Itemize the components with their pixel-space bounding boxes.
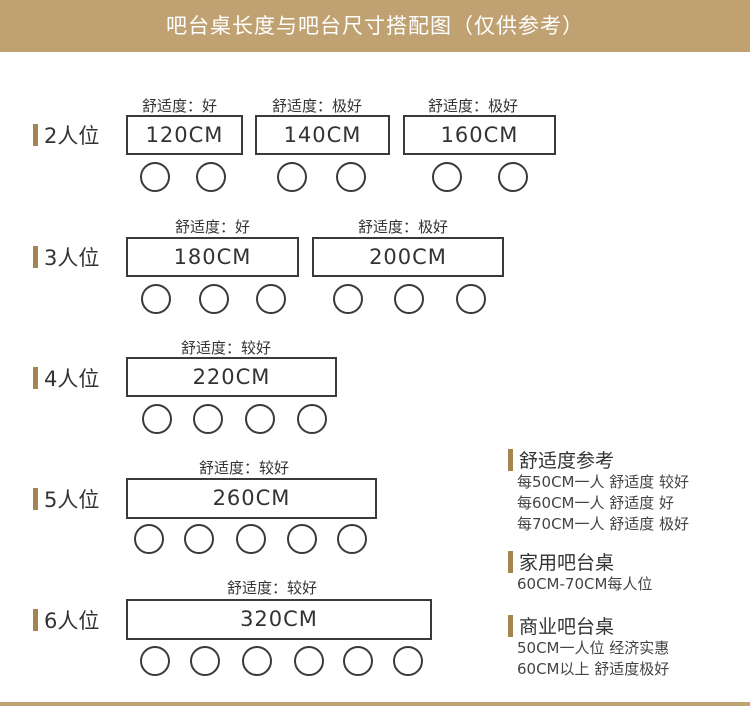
row-label-text: 3人位 [44,246,100,270]
bar-stool [297,404,327,434]
label-accent-bar [33,367,38,389]
label-accent-bar [508,550,513,573]
bar-stool [193,404,223,434]
commercial-bar-table-title: 商业吧台桌 [508,612,614,639]
bar-stool [184,524,214,554]
bar-stool [141,284,171,314]
bar-stool [140,162,170,192]
home-bar-table-title: 家用吧台桌 [508,548,614,575]
bottom-divider [0,702,750,706]
bar-table-140cm: 140CM [255,115,390,155]
reference-line: 每60CM一人 舒适度 好 [517,494,675,512]
row-label-3-seats: 3人位 [33,242,99,272]
home-bar-table-title-text: 家用吧台桌 [519,552,615,574]
comfort-reference-title: 舒适度参考 [508,446,614,473]
row-label-6-seats: 6人位 [33,605,99,635]
header-title: 吧台桌长度与吧台尺寸搭配图（仅供参考） [166,14,584,38]
reference-line: 每50CM一人 舒适度 较好 [517,473,690,491]
bar-stool [498,162,528,192]
reference-line: 每70CM一人 舒适度 极好 [517,515,690,533]
label-accent-bar [508,614,513,637]
bar-stool [245,404,275,434]
label-accent-bar [33,124,38,146]
bar-stool [333,284,363,314]
bar-stool [343,646,373,676]
bar-stool [134,524,164,554]
comfort-label: 舒适度：好 [142,97,218,115]
bar-stool [242,646,272,676]
commercial-bar-table-title-text: 商业吧台桌 [519,616,615,638]
bar-stool [196,162,226,192]
label-accent-bar [33,609,38,631]
bar-stool [294,646,324,676]
comfort-label: 舒适度：极好 [272,97,363,115]
bar-stool [140,646,170,676]
bar-stool [336,162,366,192]
label-accent-bar [508,448,513,471]
row-label-text: 6人位 [44,609,100,633]
bar-table-160cm: 160CM [403,115,556,155]
bar-table-260cm: 260CM [126,478,377,519]
comfort-label: 舒适度：好 [175,218,251,236]
label-accent-bar [33,246,38,268]
comfort-label: 舒适度：较好 [227,579,318,597]
bar-stool [236,524,266,554]
bar-stool [287,524,317,554]
row-label-5-seats: 5人位 [33,484,99,514]
comfort-reference-title-text: 舒适度参考 [519,450,615,472]
bar-stool [393,646,423,676]
bar-table-320cm: 320CM [126,599,432,640]
bar-stool [277,162,307,192]
bar-stool [190,646,220,676]
page-header: 吧台桌长度与吧台尺寸搭配图（仅供参考） [0,0,750,52]
bar-stool [432,162,462,192]
bar-stool [337,524,367,554]
comfort-label: 舒适度：较好 [181,339,272,357]
bar-table-120cm: 120CM [126,115,243,155]
row-label-4-seats: 4人位 [33,363,99,393]
comfort-label: 舒适度：极好 [358,218,449,236]
bar-table-200cm: 200CM [312,237,504,277]
reference-line: 60CM-70CM每人位 [517,575,653,593]
bar-stool [199,284,229,314]
row-label-text: 5人位 [44,488,100,512]
row-label-text: 2人位 [44,124,100,148]
bar-stool [456,284,486,314]
row-label-text: 4人位 [44,367,100,391]
bar-stool [394,284,424,314]
label-accent-bar [33,488,38,510]
reference-line: 60CM以上 舒适度极好 [517,660,670,678]
bar-stool [142,404,172,434]
row-label-2-seats: 2人位 [33,120,99,150]
bar-table-220cm: 220CM [126,357,337,397]
comfort-label: 舒适度：较好 [199,459,290,477]
bar-table-180cm: 180CM [126,237,299,277]
bar-stool [256,284,286,314]
comfort-label: 舒适度：极好 [428,97,519,115]
reference-line: 50CM一人位 经济实惠 [517,639,670,657]
